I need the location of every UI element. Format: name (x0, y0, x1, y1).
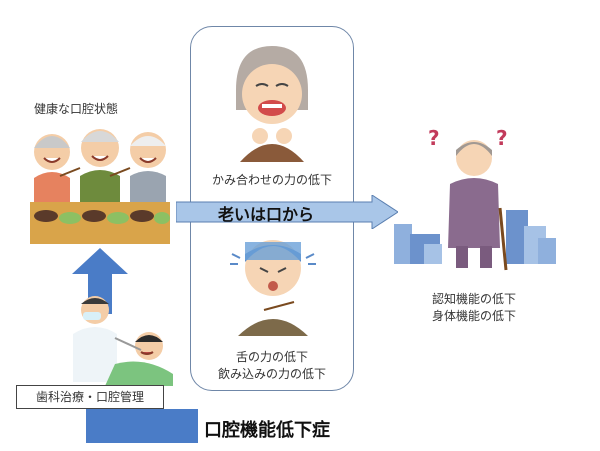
dental-treatment-label: 歯科治療・口腔管理 (16, 385, 164, 409)
healthy-oral-label: 健康な口腔状態 (34, 102, 119, 116)
question-mark-left: ? (428, 126, 440, 150)
aging-arrow (176, 195, 398, 229)
swallowing-difficulty-illustration (224, 232, 322, 336)
oral-hypofunction-label: 口腔機能低下症 (204, 420, 330, 441)
physical-decline-label: 身体機能の低下 (431, 309, 516, 323)
improvement-up-arrow (72, 248, 128, 314)
biting-difficulty-illustration (222, 40, 322, 162)
aging-from-mouth-label: 老いは口から (218, 205, 315, 224)
cognitive-decline-label: 認知機能の低下 (431, 292, 516, 306)
question-mark-right: ? (496, 126, 508, 150)
bottom-blue-bar (86, 409, 198, 443)
bite-decline-label: かみ合わせの力の低下 (211, 173, 332, 187)
tongue-decline-label: 舌の力の低下 (235, 350, 308, 364)
swallow-decline-label: 飲み込みの力の低下 (217, 367, 326, 381)
confused-elderly-illustration (388, 128, 558, 278)
dental-treatment-illustration (55, 290, 175, 386)
elderly-eating-illustration (30, 118, 170, 244)
